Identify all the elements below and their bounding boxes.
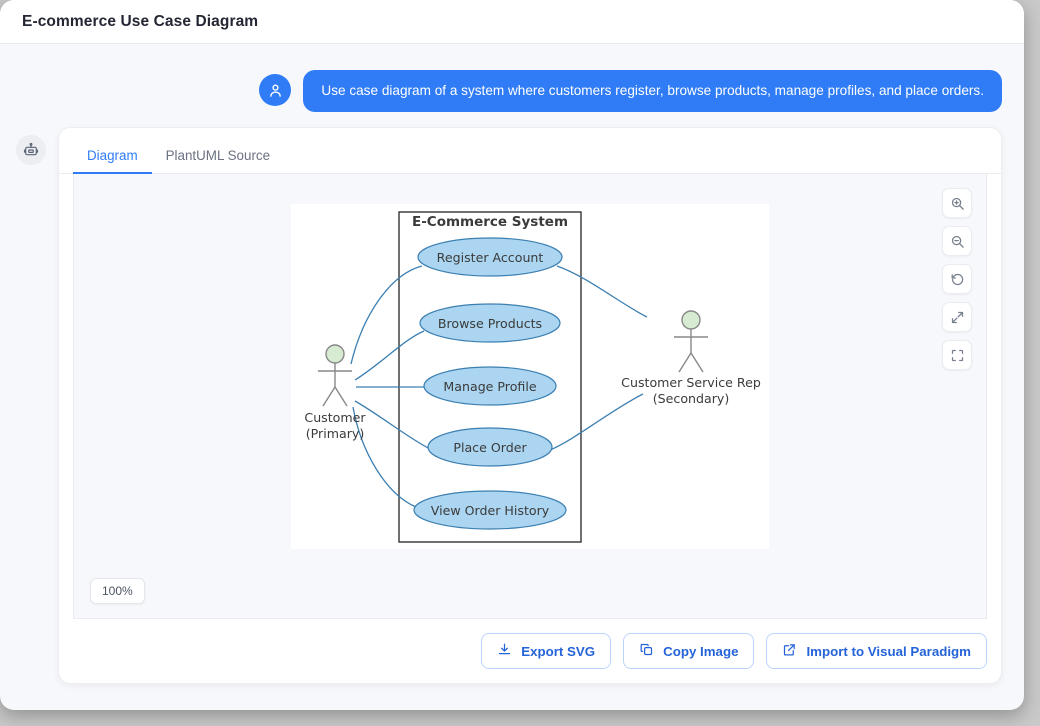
system-boundary-label: E-Commerce System xyxy=(412,214,568,230)
assoc-customer-place xyxy=(354,400,431,450)
zoom-level-badge[interactable]: 100% xyxy=(90,578,145,605)
export-svg-button[interactable]: Export SVG xyxy=(481,633,612,670)
system-boundary-box xyxy=(398,211,582,544)
card-action-bar: Export SVG Copy Image xyxy=(59,619,1001,670)
use-case-view-order-history[interactable]: View Order History xyxy=(413,490,567,530)
actor-role: (Primary) xyxy=(306,426,365,441)
copy-icon xyxy=(639,642,654,660)
assoc-customer-history xyxy=(352,407,417,508)
title-bar: E-commerce Use Case Diagram xyxy=(0,0,1024,44)
fullscreen-icon[interactable] xyxy=(942,340,972,371)
tab-plantuml-source[interactable]: PlantUML Source xyxy=(165,148,271,164)
use-case-label: View Order History xyxy=(431,503,550,518)
chat-message-row: Use case diagram of a system where custo… xyxy=(0,44,1024,113)
expand-icon[interactable] xyxy=(942,302,972,333)
reset-icon[interactable] xyxy=(942,264,972,295)
assoc-csr-place xyxy=(549,393,644,451)
page-title: E-commerce Use Case Diagram xyxy=(22,12,259,30)
use-case-nodes: Register Account Browse Products Manage … xyxy=(413,237,567,530)
tab-diagram[interactable]: Diagram xyxy=(73,138,152,175)
import-visual-paradigm-button[interactable]: Import to Visual Paradigm xyxy=(766,633,987,670)
actor-customer-service-rep[interactable]: Customer Service Rep (Secondary) xyxy=(621,310,761,406)
association-lines xyxy=(350,265,648,508)
use-case-register-account[interactable]: Register Account xyxy=(417,237,563,277)
use-case-diagram-svg: E-Commerce System xyxy=(304,211,761,544)
assistant-response-row: Diagram PlantUML Source E-Commerce Syste… xyxy=(0,112,1024,685)
download-icon xyxy=(497,642,512,660)
actor-customer[interactable]: Customer (Primary) xyxy=(304,344,366,441)
use-case-label: Browse Products xyxy=(438,316,542,331)
user-icon xyxy=(259,74,292,106)
diagram-surface: E-Commerce System xyxy=(291,204,769,550)
use-case-label: Register Account xyxy=(437,250,544,265)
use-case-place-order[interactable]: Place Order xyxy=(427,427,553,467)
actor-name: Customer Service Rep xyxy=(621,375,761,390)
canvas-toolbar xyxy=(942,188,972,371)
use-case-label: Manage Profile xyxy=(443,379,536,394)
use-case-browse-products[interactable]: Browse Products xyxy=(419,303,561,343)
actor-role: (Secondary) xyxy=(653,391,730,406)
import-visual-paradigm-label: Import to Visual Paradigm xyxy=(806,643,971,659)
use-case-manage-profile[interactable]: Manage Profile xyxy=(423,366,557,406)
zoom-out-icon[interactable] xyxy=(942,226,972,257)
tab-bar: Diagram PlantUML Source xyxy=(59,138,1001,175)
user-message-bubble: Use case diagram of a system where custo… xyxy=(303,70,1002,113)
copy-image-button[interactable]: Copy Image xyxy=(623,633,755,670)
copy-image-label: Copy Image xyxy=(663,643,739,659)
assoc-csr-register xyxy=(556,265,648,318)
app-window: E-commerce Use Case Diagram Use case dia… xyxy=(0,0,1024,710)
diagram-card: Diagram PlantUML Source E-Commerce Syste… xyxy=(58,127,1002,685)
zoom-in-icon[interactable] xyxy=(942,188,972,219)
actor-name: Customer xyxy=(304,410,366,425)
assoc-customer-browse xyxy=(354,330,425,381)
export-svg-label: Export SVG xyxy=(521,643,596,659)
use-case-label: Place Order xyxy=(453,440,527,455)
diagram-canvas[interactable]: E-Commerce System xyxy=(73,174,987,620)
external-link-icon xyxy=(782,642,797,660)
assoc-customer-register xyxy=(350,265,423,365)
robot-icon xyxy=(16,135,46,166)
diagram-stage: E-Commerce System xyxy=(74,174,986,618)
